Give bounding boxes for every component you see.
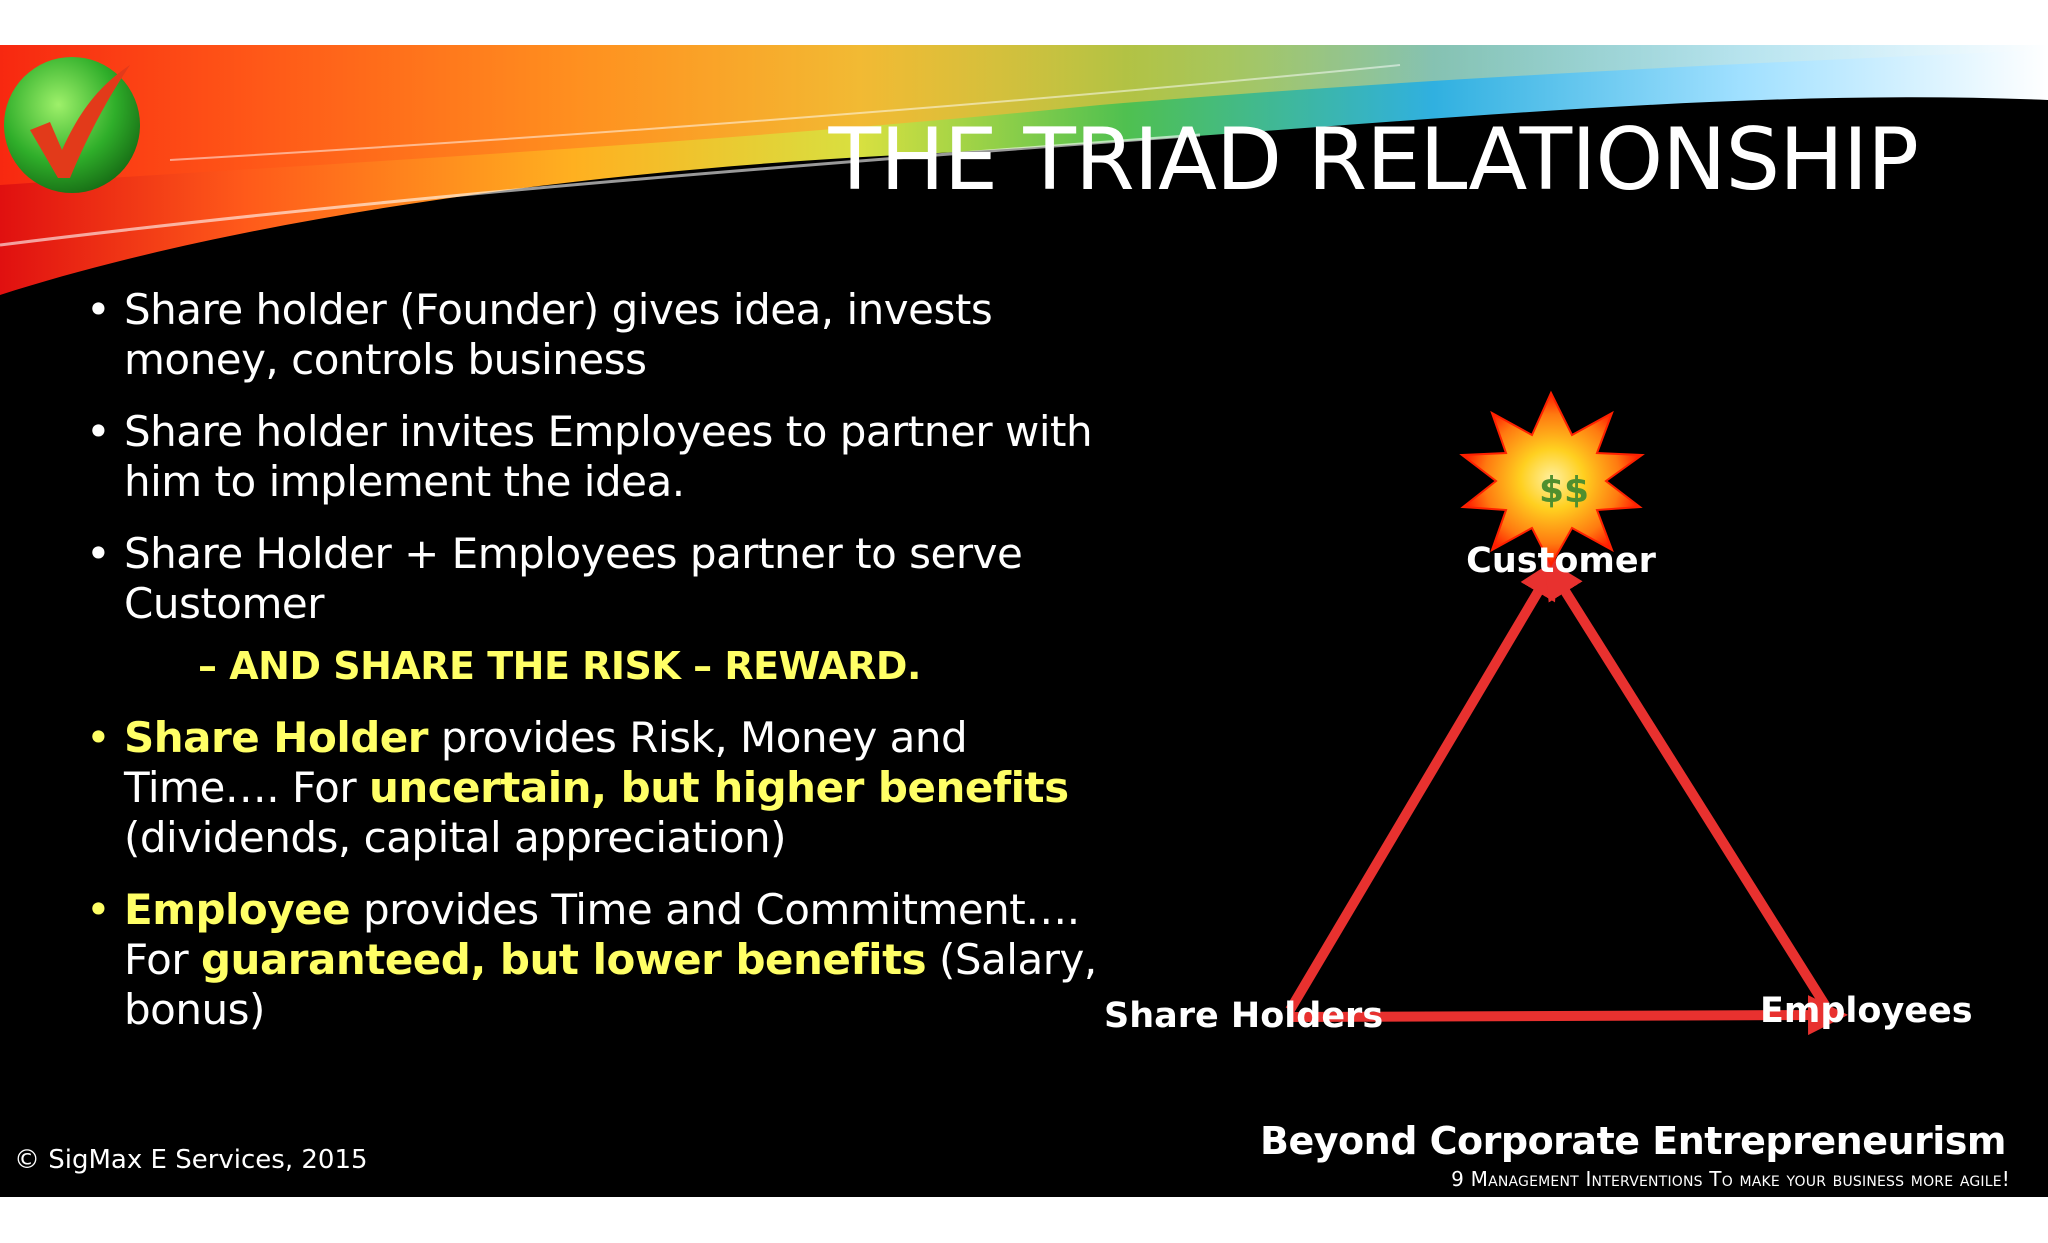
bullet-item: • Employee provides Time and Commitment…… <box>80 885 1110 1035</box>
arrow-shareholders-customer <box>1285 557 1559 1013</box>
shareholders-label: Share Holders <box>1104 996 1383 1036</box>
slide: THE TRIAD RELATIONSHIP • Share holder (F… <box>0 45 2048 1197</box>
arrow-shareholders-employees <box>1289 995 1848 1036</box>
bullet-dot: • <box>86 885 111 934</box>
bullet-dot: • <box>86 713 111 762</box>
bullet-dot: • <box>86 529 111 578</box>
highlight-text: Share Holder <box>124 713 428 762</box>
bullet-list: • Share holder (Founder) gives idea, inv… <box>80 285 1110 1057</box>
bullet-item: • Share Holder provides Risk, Money and … <box>80 713 1110 863</box>
bullet-item: • Share holder (Founder) gives idea, inv… <box>80 285 1110 385</box>
bullet-item: • Share Holder + Employees partner to se… <box>80 529 1110 629</box>
highlight-text: Employee <box>124 885 351 934</box>
rainbow-banner <box>0 45 2048 295</box>
bullet-text: Share holder invites Employees to partne… <box>124 407 1093 506</box>
bullet-item: • Share holder invites Employees to part… <box>80 407 1110 507</box>
footer-subtitle: 9 Management Interventions To make your … <box>1451 1167 2010 1191</box>
copyright-text: © SigMax E Services, 2015 <box>14 1145 368 1175</box>
bullet-text: (Salary, bonus) <box>124 935 1097 1034</box>
employees-label: Employees <box>1760 991 1973 1031</box>
highlight-text: guaranteed, but lower benefits <box>200 935 927 984</box>
checkmark-icon <box>4 57 140 193</box>
triad-diagram: $$ Customer Share Holders Employees <box>1104 390 1973 1036</box>
arrow-customer-employees <box>1544 558 1830 1008</box>
footer-title: Beyond Corporate Entrepreneurism <box>1260 1119 2006 1163</box>
highlight-text: uncertain, but higher benefits <box>368 763 1069 812</box>
bullet-text: (dividends, capital appreciation) <box>124 813 787 862</box>
slide-title: THE TRIAD RELATIONSHIP <box>828 110 1919 210</box>
sub-bullet-text: – AND SHARE THE RISK – REWARD. <box>198 644 921 688</box>
bullet-dot: • <box>86 407 111 456</box>
sub-bullet: – AND SHARE THE RISK – REWARD. <box>80 641 1110 691</box>
bullet-text: provides Risk, Money and Time…. For <box>124 713 968 812</box>
bullet-text: Share Holder + Employees partner to serv… <box>124 529 1023 628</box>
bullet-text: Share holder (Founder) gives idea, inves… <box>124 285 993 384</box>
money-burst-icon <box>1459 390 1645 568</box>
money-text: $$ <box>1539 470 1589 511</box>
bullet-text: provides Time and Commitment…. For <box>124 885 1080 984</box>
customer-label: Customer <box>1466 541 1656 581</box>
bullet-dot: • <box>86 285 111 334</box>
